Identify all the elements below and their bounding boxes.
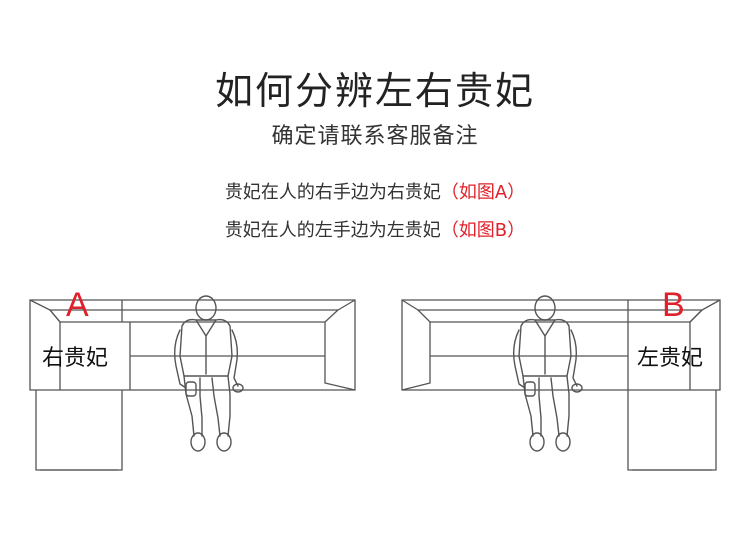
diagram-letter-b: B	[662, 286, 685, 324]
diagram-label-left-chaise: 左贵妃	[637, 346, 704, 371]
diagram-label-right-chaise: 右贵妃	[42, 346, 109, 371]
page-title: 如何分辨左右贵妃	[214, 69, 535, 113]
diagram-letter-a: A	[66, 286, 89, 324]
rule-text: 贵妃在人的左手边为左贵妃	[224, 220, 441, 241]
rule-line-right: 贵妃在人的右手边为右贵妃（如图A）	[0, 178, 750, 204]
rule-text: 贵妃在人的右手边为右贵妃	[224, 182, 441, 203]
rule-note: （如图A）	[440, 182, 526, 203]
sofa-left	[29, 299, 356, 471]
page-subtitle: 确定请联系客服备注	[271, 124, 479, 149]
rule-line-left: 贵妃在人的左手边为左贵妃（如图B）	[0, 216, 750, 242]
sofa-right	[401, 299, 721, 471]
rule-note: （如图B）	[440, 220, 526, 241]
